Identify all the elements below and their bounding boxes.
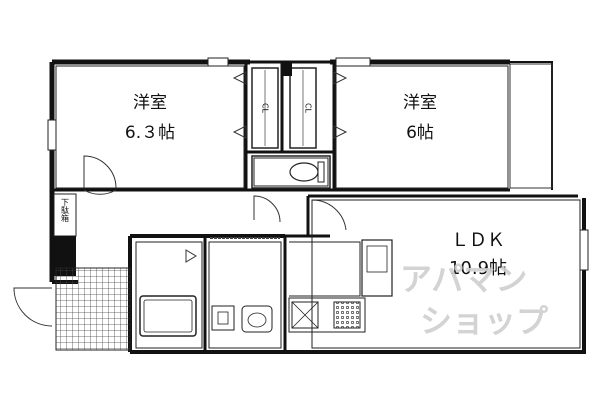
room-western-right: 洋室 6帖 (335, 65, 509, 189)
watermark-logo: アパマン ショップ (400, 260, 549, 340)
room-western-left-size: 6.３帖 (125, 123, 175, 143)
balcony (509, 63, 553, 189)
closet-right-label: CL (304, 103, 313, 114)
room-ldk: ＬＤＫ 10.9帖 (311, 199, 581, 349)
closet-left-label: CL (261, 103, 270, 114)
shoe-box-label: 下駄箱 (61, 198, 70, 223)
bathtub-icon (139, 295, 197, 337)
toilet-room (251, 155, 331, 189)
washing-machine-icon (211, 305, 235, 331)
kitchen-cabinet (291, 301, 319, 329)
room-western-right-name: 洋室 (403, 93, 437, 113)
shoe-box: 下駄箱 (53, 193, 77, 276)
watermark-line2: ショップ (420, 302, 549, 340)
room-ldk-size: 10.9帖 (449, 258, 507, 279)
watermark-line1: アパマン (400, 260, 527, 298)
washbasin-icon (241, 305, 273, 333)
room-western-left: 洋室 6.３帖 (55, 65, 245, 189)
pipe-shaft (282, 62, 292, 76)
kitchen (288, 239, 393, 333)
bathroom (135, 241, 203, 349)
entrance (13, 267, 131, 351)
room-western-right-size: 6帖 (406, 123, 434, 143)
room-western-left-name: 洋室 (133, 93, 167, 113)
washroom (208, 237, 282, 349)
room-ldk-name: ＬＤＫ (451, 230, 505, 251)
closet-right: CL (289, 67, 348, 149)
window-marks (47, 57, 589, 271)
sink-icon (361, 239, 393, 297)
stove-icon (333, 301, 361, 329)
toilet-icon (289, 162, 319, 182)
closet-left: CL (232, 67, 279, 149)
